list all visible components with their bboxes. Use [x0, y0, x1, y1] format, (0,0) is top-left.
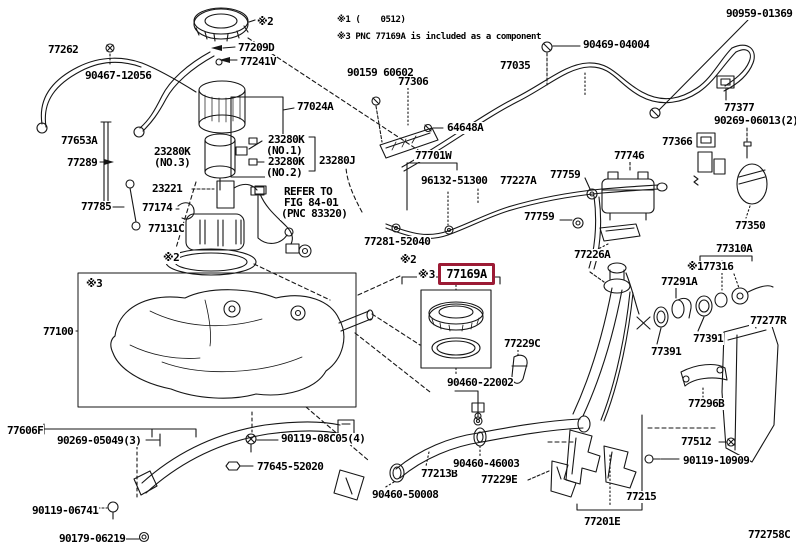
part-23280K-no3[interactable]: 23280K: [153, 145, 192, 158]
fuel-lines-drawing: [345, 19, 755, 283]
highlighted-component-drawing: [401, 276, 501, 377]
asterisk-3-marker: ※3: [417, 267, 437, 281]
part-77645-52020[interactable]: 77645-52020: [256, 460, 325, 473]
part-90469-04004[interactable]: 90469-04004: [582, 38, 651, 51]
part-77606F[interactable]: 77606F: [6, 424, 45, 437]
part-23280K-no1[interactable]: 23280K: [267, 133, 306, 146]
part-90460-50008[interactable]: 90460-50008: [371, 488, 440, 501]
part-96132-51300[interactable]: 96132-51300: [420, 174, 489, 187]
part-90119-06741[interactable]: 90119-06741: [31, 504, 100, 517]
part-23280K-no3-line2[interactable]: (NO.3): [153, 156, 192, 169]
part-77227A[interactable]: 77227A: [499, 174, 538, 187]
marker-2-lock-ring: ※2: [162, 251, 181, 264]
part-77653A[interactable]: 77653A: [60, 134, 99, 147]
part-77201E[interactable]: 77201E: [583, 515, 622, 528]
part-77391-right[interactable]: 77391: [692, 332, 725, 345]
filler-pipe-drawing: [383, 151, 779, 511]
part-77512[interactable]: 77512: [680, 435, 713, 448]
part-77213B[interactable]: 77213B: [420, 467, 459, 480]
part-77209D[interactable]: 77209D: [237, 41, 276, 54]
part-23280K-no2[interactable]: 23280K: [267, 155, 306, 168]
figure-code: 772758C: [747, 528, 792, 541]
marker-3-tank: ※3: [85, 277, 104, 290]
part-77701W[interactable]: 77701W: [414, 149, 453, 162]
part-77215[interactable]: 77215: [625, 490, 658, 503]
part-77229C[interactable]: 77229C: [503, 337, 542, 350]
part-90159-60602[interactable]: 90159 60602: [346, 66, 415, 79]
part-77759-upper[interactable]: 77759: [549, 168, 582, 181]
part-77174[interactable]: 77174: [141, 201, 174, 214]
part-77281-52040[interactable]: 77281-52040: [363, 235, 432, 248]
part-77277R[interactable]: 77277R: [749, 314, 788, 327]
note-asterisk-1: ※1 ( 0512): [336, 15, 407, 26]
highlighted-part-label[interactable]: 77169A: [438, 263, 495, 285]
marker-2-pump-plate: ※2: [256, 15, 275, 28]
part-77391-left[interactable]: 77391: [650, 345, 683, 358]
fuel-tank-drawing: [75, 272, 431, 461]
part-77366[interactable]: 77366: [661, 135, 694, 148]
part-77289[interactable]: 77289: [66, 156, 99, 169]
note-asterisk-3: ※3 PNC 77169A is included as a component: [336, 32, 543, 43]
ref-note-line3: (PNC 83320): [280, 207, 349, 220]
part-77306[interactable]: 77306: [397, 75, 430, 88]
part-23221[interactable]: 23221: [151, 182, 184, 195]
part-77229E[interactable]: 77229E: [480, 473, 519, 486]
part-77241V[interactable]: 77241V: [239, 55, 278, 68]
part-90959-01369[interactable]: 90959-01369: [725, 7, 794, 20]
part-77746[interactable]: 77746: [613, 149, 646, 162]
part-77024A[interactable]: 77024A: [296, 100, 335, 113]
part-64648A[interactable]: 64648A: [446, 121, 485, 134]
ref-note-line2: FIG 84-01: [283, 196, 340, 209]
marker-2-bracket: ※2: [399, 253, 418, 266]
part-23280K-no2-line2[interactable]: (NO.2): [265, 166, 304, 179]
part-23280J[interactable]: 23280J: [318, 154, 357, 167]
part-77377[interactable]: 77377: [723, 101, 756, 114]
part-90460-22002[interactable]: 90460-22002: [446, 376, 515, 389]
ref-note-line1: REFER TO: [283, 185, 334, 198]
part-90460-46003[interactable]: 90460-46003: [452, 457, 521, 470]
part-90269-05049[interactable]: 90269-05049(3): [56, 434, 143, 447]
part-90119-08C05[interactable]: 90119-08C05(4): [280, 432, 367, 445]
part-77316[interactable]: ※177316: [686, 260, 735, 273]
part-77131C[interactable]: 77131C: [147, 222, 186, 235]
part-90467-12056[interactable]: 90467-12056: [84, 69, 153, 82]
part-77100[interactable]: 77100: [42, 325, 75, 338]
part-77310A[interactable]: 77310A: [715, 242, 754, 255]
fuel-pump-assembly-drawing: [36, 7, 419, 301]
part-23280K-no1-line2[interactable]: (NO.1): [265, 144, 304, 157]
part-77785[interactable]: 77785: [80, 200, 113, 213]
part-90269-06013[interactable]: 90269-06013(2): [713, 115, 796, 127]
part-77226A[interactable]: 77226A: [573, 248, 612, 261]
part-77035[interactable]: 77035: [499, 59, 532, 72]
part-90119-10909[interactable]: 90119-10909: [682, 454, 751, 467]
part-90179-06219[interactable]: 90179-06219: [58, 532, 127, 545]
part-77262[interactable]: 77262: [47, 43, 80, 56]
part-77296B[interactable]: 77296B: [687, 397, 726, 410]
part-77350[interactable]: 77350: [734, 219, 767, 232]
part-77291A[interactable]: 77291A: [660, 275, 699, 288]
part-77759-lower[interactable]: 77759: [523, 210, 556, 223]
highlighted-part-callout: ※3 77169A: [417, 263, 495, 285]
